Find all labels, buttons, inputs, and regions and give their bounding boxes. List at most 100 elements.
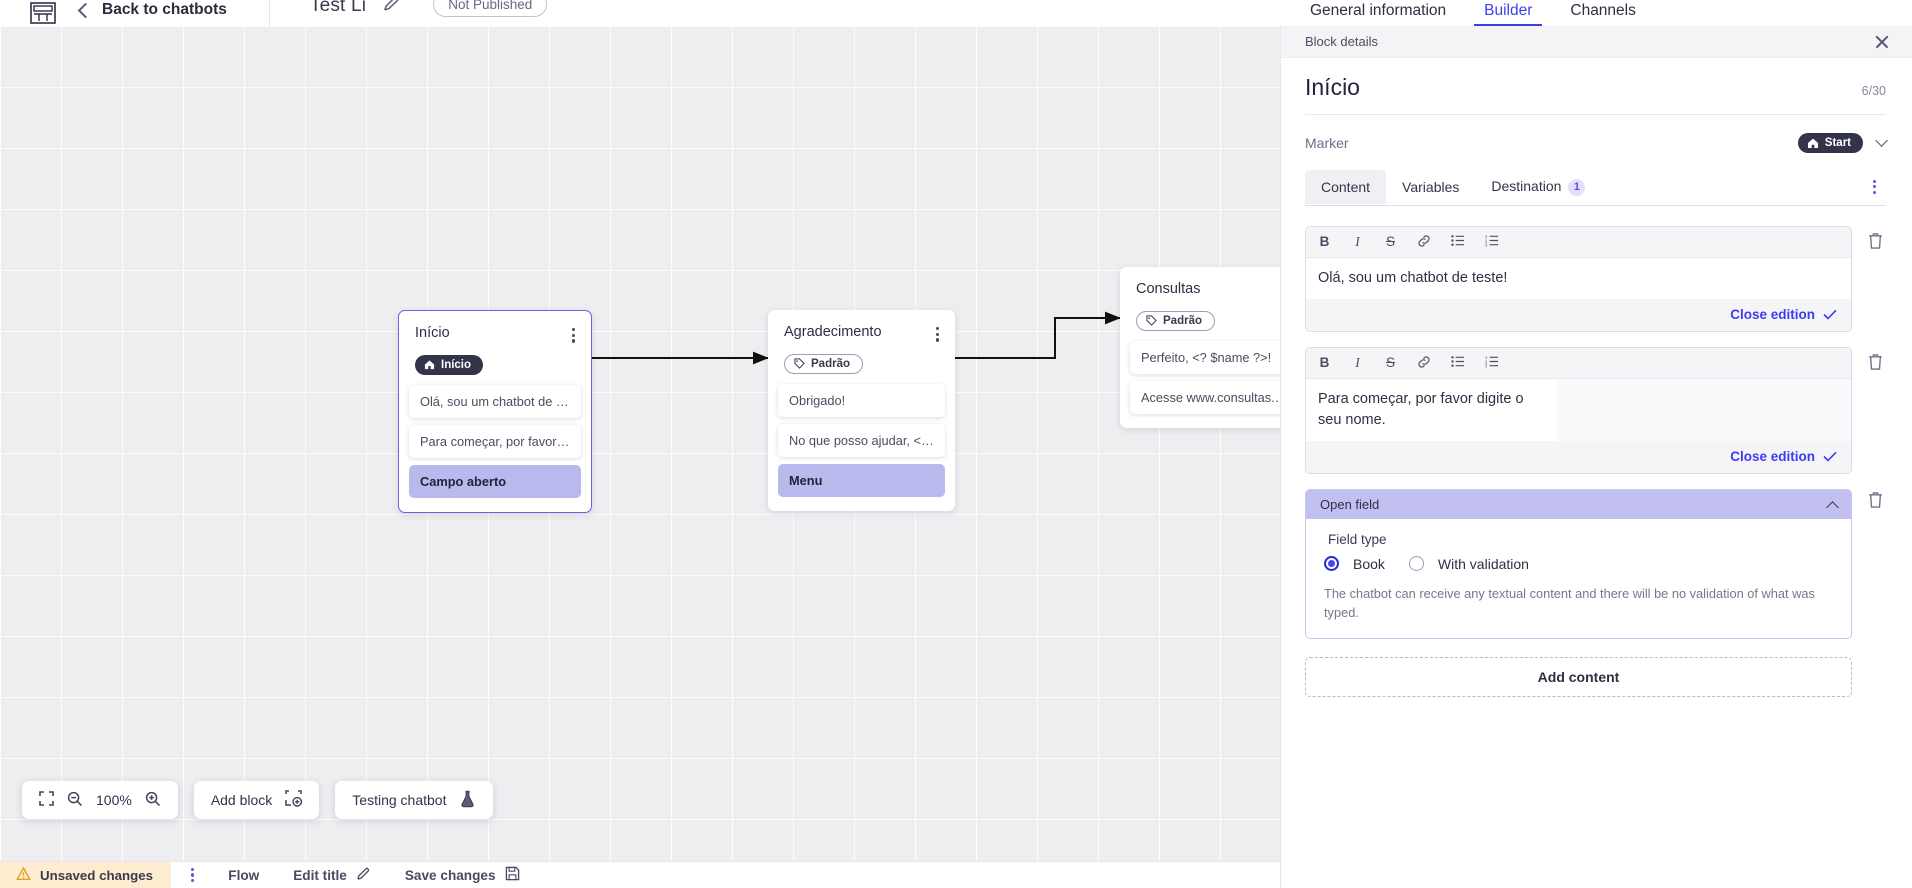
flow-block-inicio[interactable]: Início Início Olá, sou um chatbot de tes… <box>398 310 592 514</box>
block-menu-button[interactable] <box>934 324 941 345</box>
trash-icon[interactable] <box>1864 489 1886 509</box>
trash-icon[interactable] <box>1864 226 1886 250</box>
flow-block-agradecimento[interactable]: Agradecimento Padrão Obrigado! No que po… <box>768 310 955 512</box>
chevron-down-icon[interactable] <box>1875 133 1888 147</box>
close-icon[interactable] <box>1874 34 1890 50</box>
header-divider <box>268 0 270 26</box>
flow-button[interactable]: Flow <box>228 868 259 883</box>
marker-value-badge[interactable]: Start <box>1797 133 1863 153</box>
panel-overflow-menu[interactable] <box>1863 176 1886 199</box>
block-details-panel: Block details Início 6/30 Marker Start <box>1280 26 1912 888</box>
check-icon[interactable] <box>1823 449 1837 465</box>
check-icon[interactable] <box>1823 307 1837 323</box>
block-marker-tag-label: Padrão <box>811 357 850 370</box>
add-block-icon <box>285 790 303 810</box>
char-counter: 6/30 <box>1861 84 1886 98</box>
chevron-left-icon <box>77 2 94 18</box>
tab-general-information[interactable]: General information <box>1310 2 1447 19</box>
destination-count-badge: 1 <box>1568 178 1586 196</box>
zoom-out-icon[interactable] <box>67 791 83 810</box>
bold-button[interactable]: B <box>1319 234 1330 250</box>
editor-text[interactable]: Olá, sou um chatbot de teste! <box>1306 258 1851 299</box>
block-message[interactable]: Para começar, por favor digite o ... <box>409 425 581 459</box>
tab-content[interactable]: Content <box>1305 169 1387 204</box>
italic-button[interactable]: I <box>1355 355 1360 371</box>
svg-text:2: 2 <box>1485 239 1488 244</box>
block-marker-tag[interactable]: Início <box>415 354 484 375</box>
panel-top-tabs: General information Builder Channels <box>1280 0 1912 26</box>
block-message[interactable]: Olá, sou um chatbot de teste! <box>409 385 581 419</box>
tab-variables[interactable]: Variables <box>1402 178 1460 195</box>
warning-triangle-icon <box>16 866 31 884</box>
block-message[interactable]: No que posso ajudar, <? $name ... <box>778 424 945 458</box>
back-to-chatbots-link[interactable]: Back to chatbots <box>77 1 227 19</box>
add-content-button[interactable]: Add content <box>1305 656 1852 697</box>
italic-button[interactable]: I <box>1355 234 1360 250</box>
bullet-list-icon[interactable] <box>1451 355 1465 371</box>
block-marker-tag[interactable]: Padrão <box>1136 310 1215 331</box>
open-field-header[interactable]: Open field <box>1306 489 1851 519</box>
block-marker-tag[interactable]: Padrão <box>784 353 863 374</box>
edit-title-button[interactable]: Edit title <box>293 866 371 884</box>
block-marker-tag-label: Início <box>441 358 472 371</box>
trash-icon[interactable] <box>1864 347 1886 371</box>
open-field-row: Open field Field type Book With validati… <box>1305 488 1886 639</box>
bullet-list-icon[interactable] <box>1451 234 1465 250</box>
block-message[interactable]: Acesse www.consultas.com par... <box>1130 381 1301 415</box>
radio-book-label: Book <box>1353 555 1385 572</box>
testing-chatbot-button[interactable]: Testing chatbot <box>335 781 494 819</box>
block-title: Início <box>415 325 450 341</box>
status-overflow-menu[interactable] <box>191 867 195 883</box>
svg-text:3: 3 <box>1485 364 1488 368</box>
tag-icon <box>794 358 805 369</box>
strikethrough-button[interactable]: S <box>1385 234 1395 250</box>
block-message[interactable]: Perfeito, <? $name ?>! <box>1130 341 1301 375</box>
strikethrough-button[interactable]: S <box>1385 355 1395 371</box>
radio-book[interactable] <box>1324 556 1339 572</box>
link-icon[interactable] <box>1417 234 1431 251</box>
chevron-up-icon[interactable] <box>1826 500 1839 514</box>
flow-block-consultas[interactable]: Consultas Padrão Perfeito, <? $name ?>! … <box>1120 267 1311 429</box>
block-message-highlighted[interactable]: Campo aberto <box>409 465 581 499</box>
open-field-card: Open field Field type Book With validati… <box>1305 488 1852 639</box>
save-changes-button[interactable]: Save changes <box>405 866 520 884</box>
tab-channels[interactable]: Channels <box>1570 2 1636 19</box>
testing-chatbot-label: Testing chatbot <box>352 792 447 808</box>
home-icon <box>424 360 435 370</box>
block-marker-tag-label: Padrão <box>1163 314 1202 327</box>
block-title: Consultas <box>1136 281 1201 297</box>
tab-builder[interactable]: Builder <box>1474 2 1543 26</box>
block-message-highlighted[interactable]: Menu <box>778 464 945 498</box>
zoom-controls[interactable]: 100% <box>22 781 178 819</box>
bot-title: Test Li <box>309 0 367 16</box>
pencil-icon <box>356 866 371 884</box>
close-edition-button[interactable]: Close edition <box>1730 307 1815 323</box>
marker-value-label: Start <box>1824 137 1851 149</box>
zoom-in-icon[interactable] <box>145 791 161 810</box>
brand-logo-icon[interactable] <box>28 0 58 26</box>
svg-text:1: 1 <box>1485 234 1488 239</box>
unsaved-changes-indicator: Unsaved changes <box>0 861 172 888</box>
block-menu-button[interactable] <box>570 325 577 346</box>
add-block-button[interactable]: Add block <box>193 781 320 819</box>
link-icon[interactable] <box>1417 355 1431 372</box>
panel-title-row: Início 6/30 <box>1305 74 1886 115</box>
svg-text:1: 1 <box>1485 356 1488 361</box>
open-field-description: The chatbot can receive any textual cont… <box>1324 585 1815 620</box>
pencil-icon[interactable] <box>382 0 401 18</box>
fit-screen-icon[interactable] <box>39 791 54 809</box>
editor-text[interactable]: Para começar, por favor digite o seu nom… <box>1306 379 1556 441</box>
editor-footer: Close edition <box>1306 440 1851 473</box>
block-tag-row: Padrão <box>768 345 955 385</box>
block-message[interactable]: Obrigado! <box>778 384 945 418</box>
radio-with-validation[interactable] <box>1408 556 1424 572</box>
bold-button[interactable]: B <box>1319 355 1330 371</box>
close-edition-button[interactable]: Close edition <box>1730 449 1815 465</box>
block-header: Início <box>399 311 591 346</box>
